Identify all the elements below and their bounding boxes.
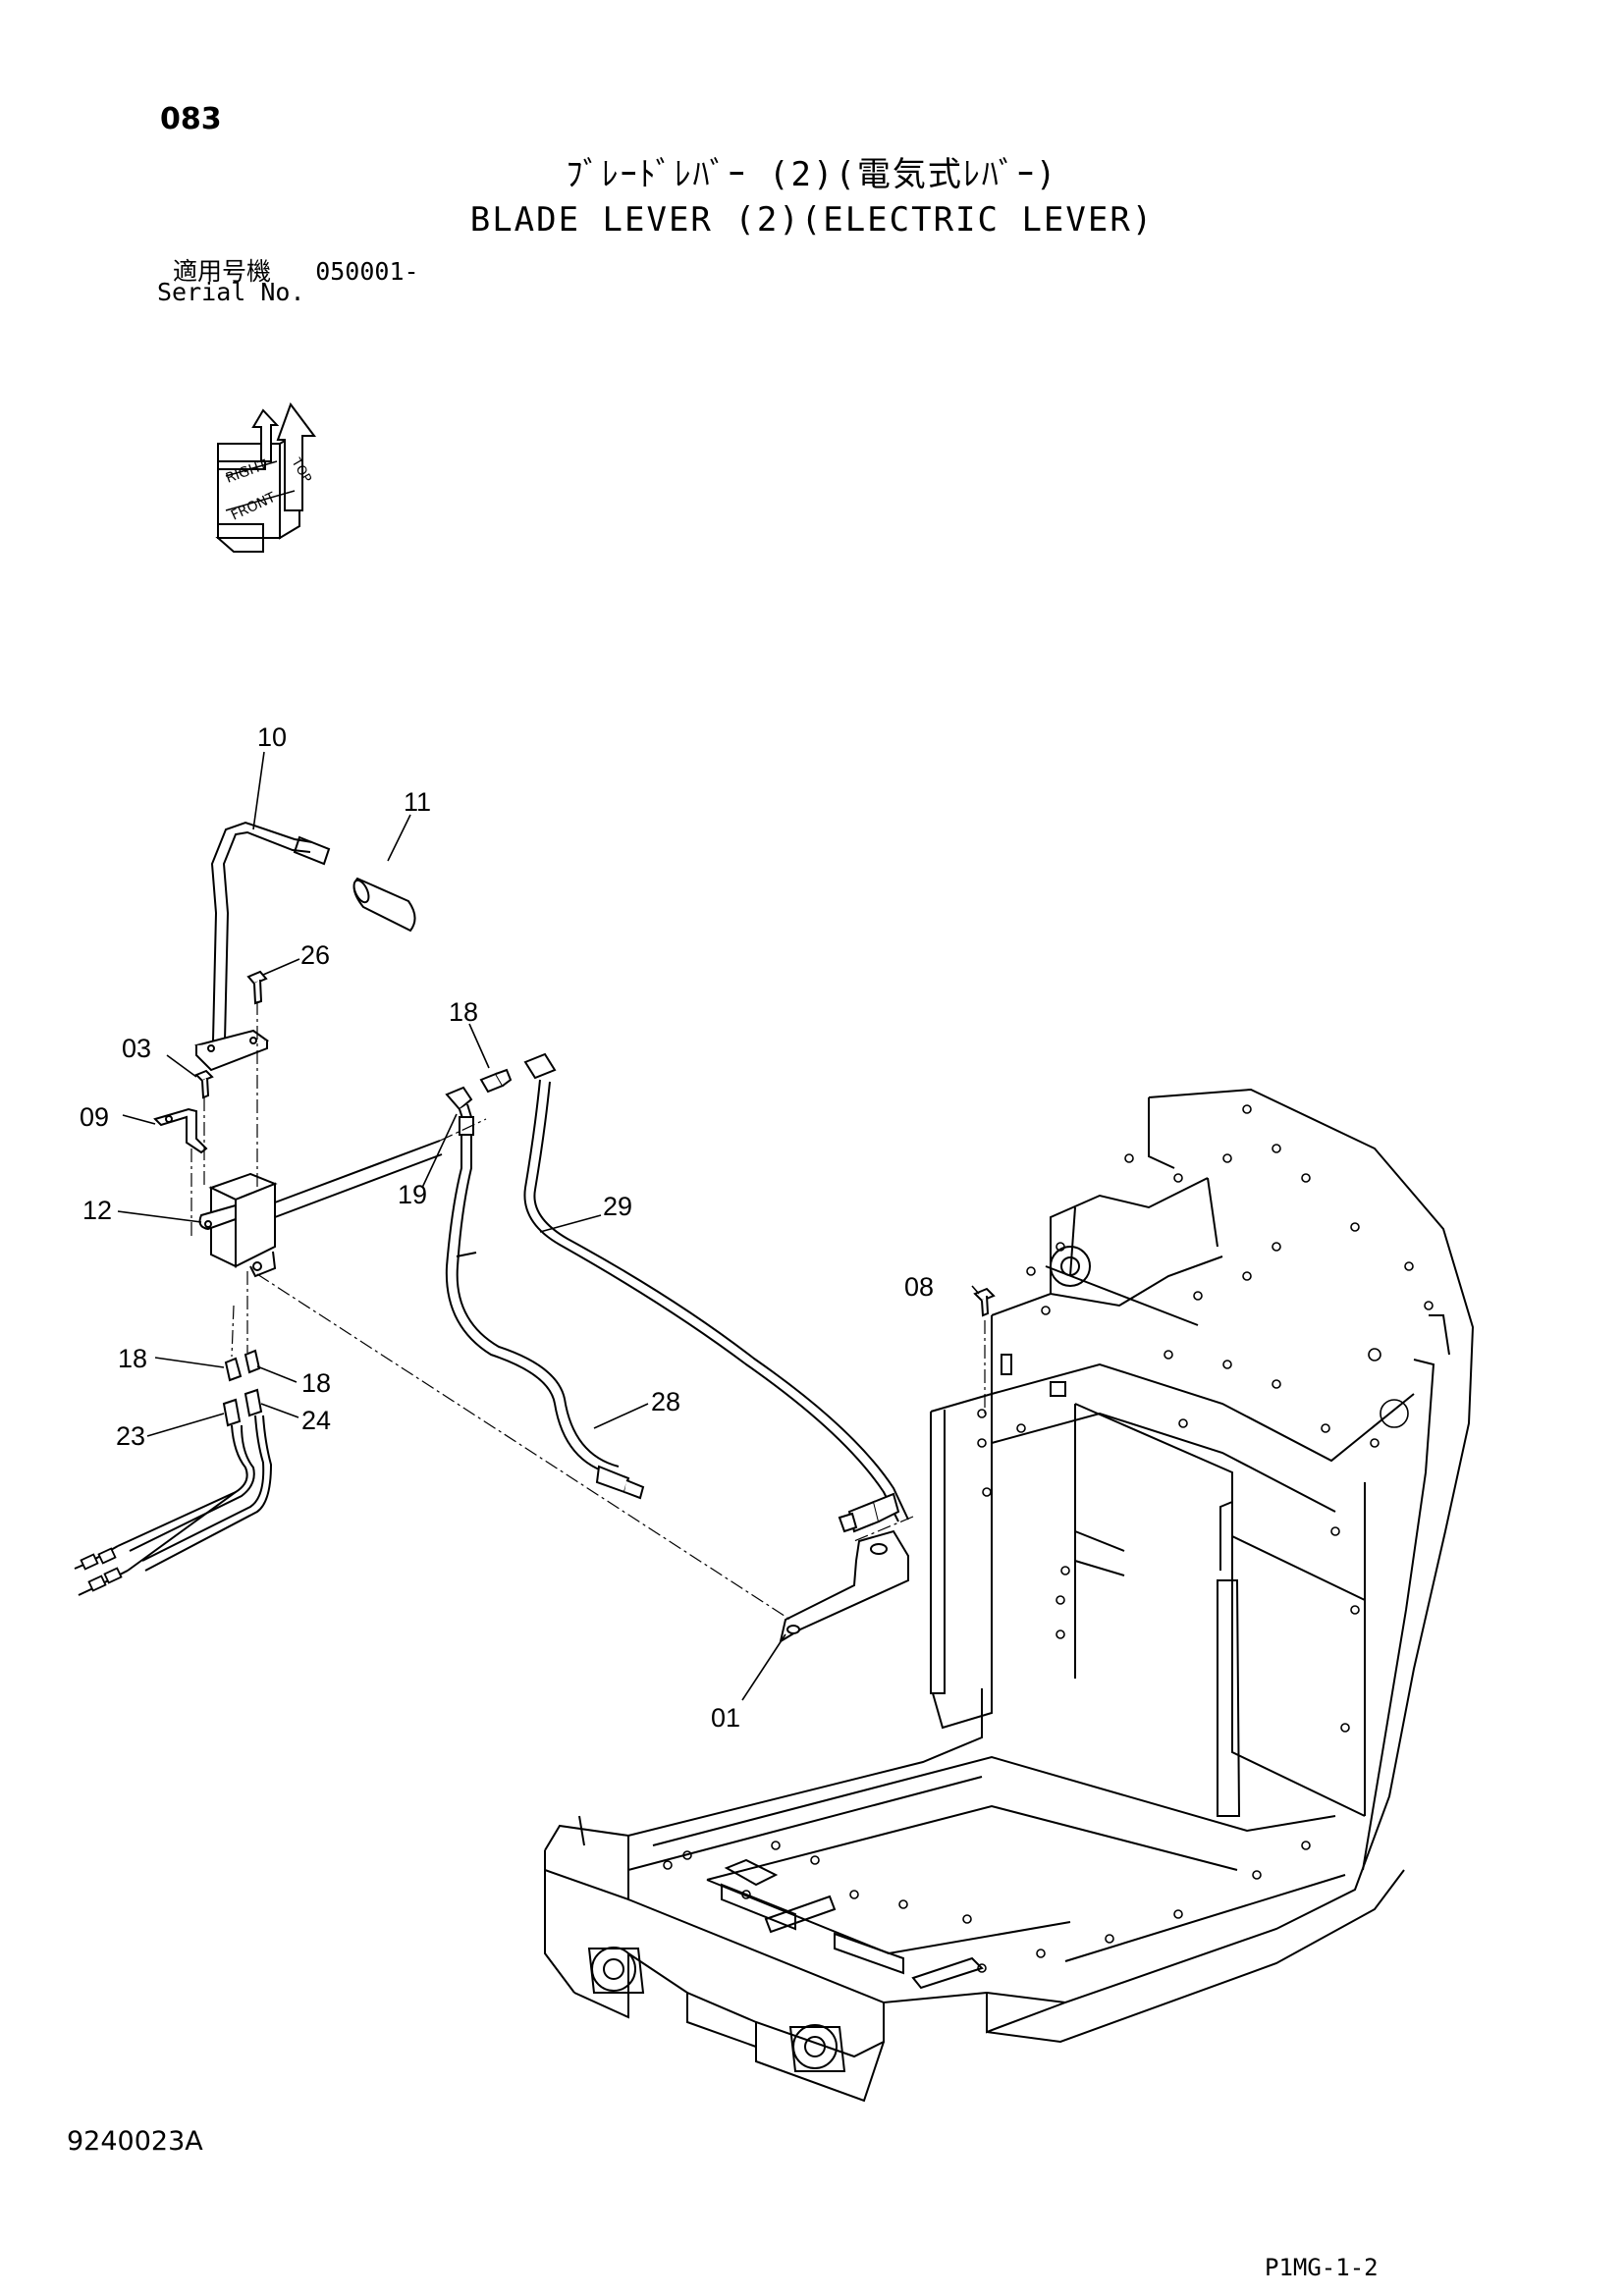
harness-connectors bbox=[80, 1547, 123, 1592]
hose-29 bbox=[523, 1052, 909, 1522]
serial-label-japanese: 適用号機 bbox=[173, 257, 272, 286]
callout-23: 23 bbox=[116, 1421, 145, 1451]
callout-03: 03 bbox=[122, 1034, 151, 1063]
callout-18-upper: 18 bbox=[449, 997, 478, 1027]
callout-08: 08 bbox=[904, 1272, 934, 1302]
serial-applicability: 適用号機 050001- bbox=[173, 252, 419, 288]
callout-24: 24 bbox=[301, 1406, 331, 1435]
bracket-09 bbox=[153, 1107, 208, 1154]
bolt-26 bbox=[246, 970, 268, 1005]
fitting-18-upper bbox=[479, 1068, 513, 1094]
blade-lever-10 bbox=[210, 821, 331, 1041]
bolt-03 bbox=[194, 1069, 214, 1099]
serial-label: Serial No. bbox=[157, 278, 305, 306]
hose-28 bbox=[445, 1129, 620, 1475]
serial-value: 050001- bbox=[315, 257, 419, 286]
callout-11: 11 bbox=[404, 787, 431, 817]
orientation-icon: RIGHT FRONT TOP bbox=[215, 401, 316, 553]
hose-28-end-fitting bbox=[595, 1465, 645, 1500]
callout-10: 10 bbox=[257, 722, 287, 752]
page-title-japanese: ﾌﾞﾚｰﾄﾞﾚﾊﾞｰ (2)(電気式ﾚﾊﾞｰ) bbox=[566, 155, 1058, 194]
center-lines bbox=[190, 1001, 986, 1621]
callout-12: 12 bbox=[82, 1196, 112, 1225]
harness-wires bbox=[74, 1415, 273, 1596]
lever-base-plate bbox=[194, 1029, 270, 1072]
drawing-code: 9240023A bbox=[67, 2126, 203, 2157]
callout-28: 28 bbox=[651, 1387, 680, 1416]
callout-19: 19 bbox=[398, 1180, 427, 1209]
callout-18-right: 18 bbox=[301, 1368, 331, 1398]
callout-18-left: 18 bbox=[118, 1344, 147, 1373]
callout-09: 09 bbox=[80, 1102, 109, 1132]
callout-26: 26 bbox=[300, 940, 330, 970]
valve-block-12 bbox=[198, 1172, 278, 1278]
fitting-23 bbox=[222, 1398, 242, 1427]
hose-29-end-fitting bbox=[838, 1492, 900, 1533]
sheet-code: P1MG-1-2 bbox=[1265, 2254, 1379, 2281]
leader-lines bbox=[117, 751, 980, 1701]
frame-holes bbox=[663, 1104, 1434, 1973]
bolt-08 bbox=[973, 1287, 996, 1317]
page-number: 083 bbox=[160, 102, 222, 136]
machine-frame bbox=[544, 1088, 1475, 2103]
elbow-19 bbox=[445, 1086, 473, 1123]
callout-labels: 10 11 26 18 03 09 19 29 12 08 18 18 24 2… bbox=[80, 722, 934, 1733]
page-title: BLADE LEVER (2)(ELECTRIC LEVER) bbox=[469, 200, 1155, 240]
fitting-18-lower bbox=[224, 1349, 261, 1382]
grip-knob-11 bbox=[352, 877, 416, 933]
bracket-01 bbox=[779, 1529, 909, 1644]
cable-conduit bbox=[274, 1140, 443, 1218]
callout-29: 29 bbox=[603, 1192, 632, 1221]
fitting-24 bbox=[244, 1388, 263, 1417]
callout-01: 01 bbox=[711, 1703, 740, 1733]
